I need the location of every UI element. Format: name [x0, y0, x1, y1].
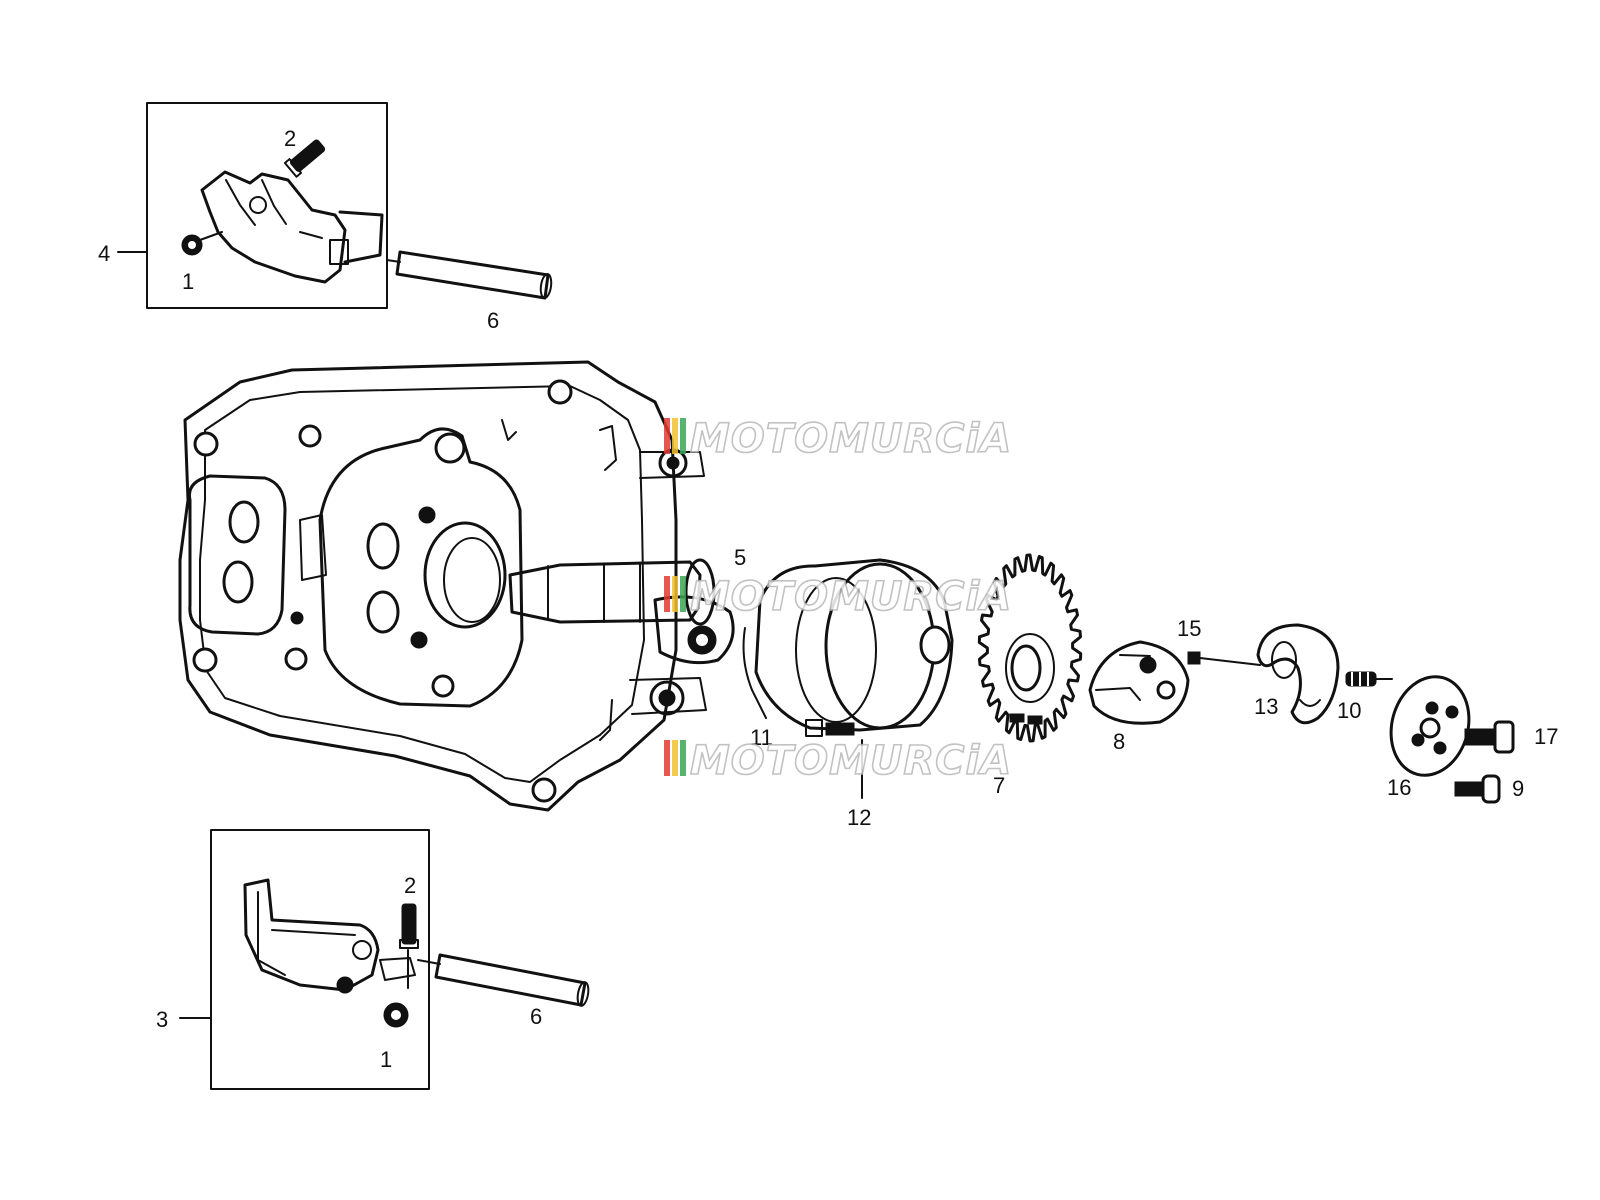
callout-box4-number: 4 [98, 241, 110, 266]
watermark-text: MOTOMURCiA [690, 416, 1012, 462]
part-16-washer-plate [1389, 675, 1471, 777]
cylinder-head [178, 360, 735, 812]
callout-item11: 11 [750, 725, 773, 750]
callout-box3-item6: 6 [530, 1004, 542, 1029]
callout-item16: 16 [1387, 775, 1411, 800]
part-17-bolt [1464, 720, 1515, 754]
callout-box3-item2: 2 [404, 873, 416, 898]
part-9-bolt [1454, 774, 1501, 804]
rocker-shaft-upper [386, 250, 553, 300]
callout-item7: 7 [993, 773, 1005, 798]
watermark-middle: MOTOMURCiA [664, 573, 1012, 621]
callout-box3-number: 3 [156, 1007, 168, 1032]
callout-box4-item1: 1 [182, 269, 194, 294]
part-7-cam-sprocket [977, 553, 1083, 743]
watermark-text: MOTOMURCiA [690, 574, 1012, 620]
watermark-top: MOTOMURCiA [664, 415, 1012, 463]
callout-box3-item1: 1 [380, 1047, 392, 1072]
callout-item15: 15 [1177, 616, 1201, 641]
watermark-text: MOTOMURCiA [690, 738, 1012, 784]
part-13-decompressor-lever [1256, 623, 1340, 725]
callout-item12: 12 [847, 805, 871, 830]
callout-item10: 10 [1337, 698, 1361, 723]
callout-item5: 5 [734, 545, 746, 570]
callout-item8: 8 [1113, 729, 1125, 754]
inset-box-4 [117, 102, 388, 309]
callout-item17: 17 [1534, 724, 1558, 749]
part-11-sprocket-hub [742, 558, 954, 737]
part-10-spring [1345, 671, 1393, 687]
callout-box4-item2: 2 [284, 126, 296, 151]
callout-item9: 9 [1512, 776, 1524, 801]
inset-box-3 [179, 829, 430, 1090]
callout-box4-item6: 6 [487, 308, 499, 333]
callout-item13: 13 [1254, 694, 1278, 719]
part-8-weight-plate [1088, 640, 1190, 725]
part-15-pin [1187, 651, 1261, 666]
rocker-shaft-lower [417, 953, 590, 1007]
watermark-bottom: MOTOMURCiA [664, 737, 1012, 785]
